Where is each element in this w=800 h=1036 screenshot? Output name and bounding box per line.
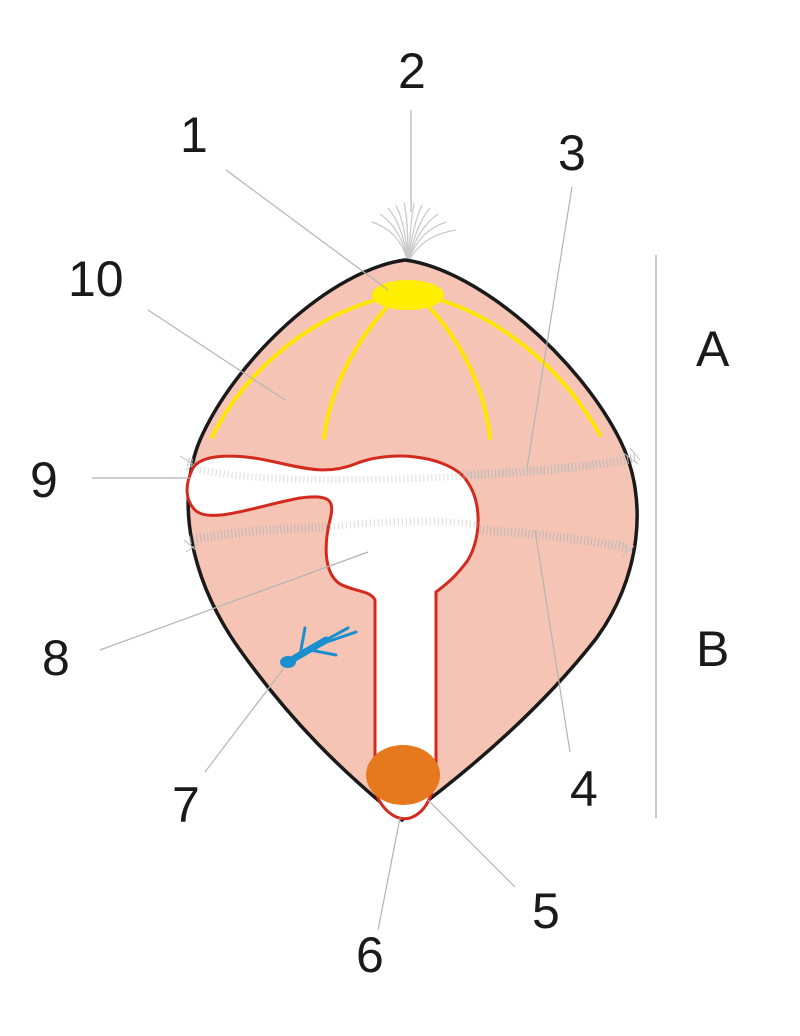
label-9: 9: [30, 452, 58, 508]
stomach-bulb: [366, 745, 440, 805]
lower-ciliary-band: [183, 522, 635, 557]
leader-lines: [92, 110, 573, 931]
label-zone-a: A: [696, 321, 730, 377]
digestive-canal: [185, 454, 480, 821]
label-3: 3: [558, 125, 586, 181]
apical-organ: [372, 280, 444, 310]
label-1: 1: [180, 107, 208, 163]
apical-nerves: [210, 296, 602, 440]
apical-cilia: [371, 202, 457, 263]
label-6: 6: [356, 927, 384, 983]
label-4: 4: [570, 761, 598, 817]
label-5: 5: [532, 883, 560, 939]
label-zone-b: B: [696, 621, 729, 677]
label-8: 8: [42, 630, 70, 686]
blue-organ: [280, 626, 358, 668]
label-2: 2: [398, 43, 426, 99]
label-7: 7: [172, 777, 200, 833]
label-10: 10: [68, 251, 124, 307]
